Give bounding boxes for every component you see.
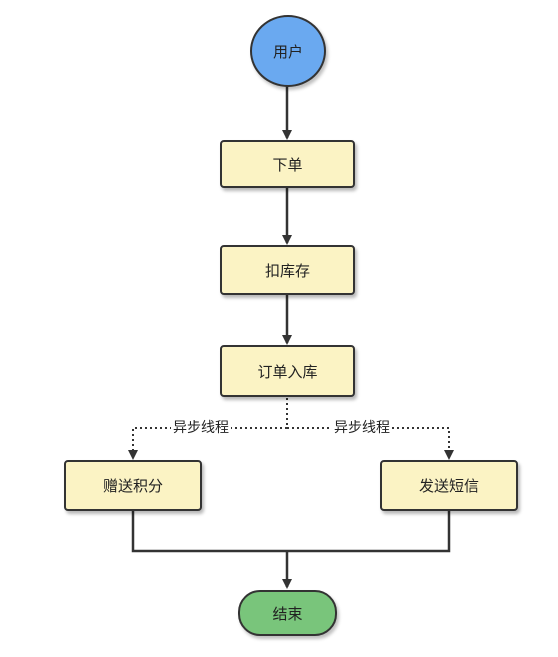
process-node-deduct-stock-label: 扣库存 <box>264 261 310 280</box>
process-node-order-stored: 订单入库 <box>220 345 355 397</box>
merge-line-right <box>287 511 451 553</box>
start-node-label: 用户 <box>272 42 303 61</box>
process-node-send-sms-label: 发送短信 <box>418 477 479 495</box>
end-node: 结束 <box>238 590 337 636</box>
process-node-order-label: 下单 <box>272 155 303 174</box>
process-node-gift-points: 赠送积分 <box>64 460 202 511</box>
process-node-send-sms: 发送短信 <box>380 460 518 511</box>
process-node-deduct-stock: 扣库存 <box>220 245 355 295</box>
edge-label-async-right: 异步线程 <box>332 419 392 437</box>
start-node-user: 用户 <box>250 15 326 87</box>
dotted-branch-right <box>287 427 454 460</box>
process-node-order: 下单 <box>220 140 355 188</box>
merge-line-left <box>131 511 287 553</box>
process-node-order-stored-label: 订单入库 <box>257 362 318 381</box>
end-node-label: 结束 <box>272 604 303 623</box>
edge-label-async-left: 异步线程 <box>171 419 231 437</box>
process-node-gift-points-label: 赠送积分 <box>102 477 163 495</box>
